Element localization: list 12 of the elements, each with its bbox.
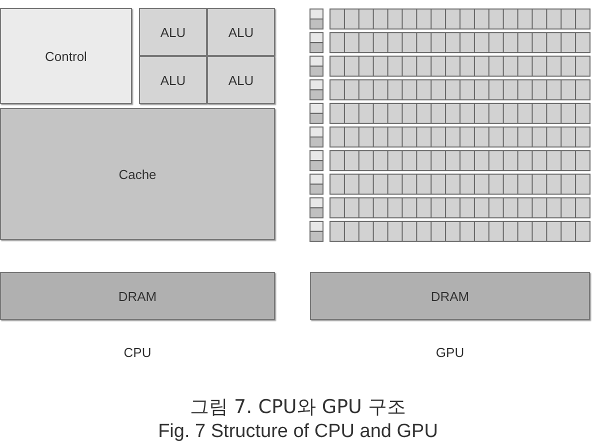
cache-box: Cache <box>0 108 275 240</box>
alu-box: ALU <box>207 56 275 104</box>
processor-label: CPU <box>122 345 152 360</box>
processor-label: GPU <box>434 345 466 360</box>
caption-text: Fig. 7 Structure of CPU and GPU <box>157 421 439 443</box>
control-unit-box: Control <box>0 8 132 104</box>
caption-text: 그림 7. CPU와 GPU 구조 <box>188 395 407 420</box>
dram-box: DRAM <box>0 272 275 320</box>
dram-box: DRAM <box>310 272 590 320</box>
alu-box: ALU <box>139 56 207 104</box>
alu-box: ALU <box>207 8 275 56</box>
alu-box: ALU <box>139 8 207 56</box>
